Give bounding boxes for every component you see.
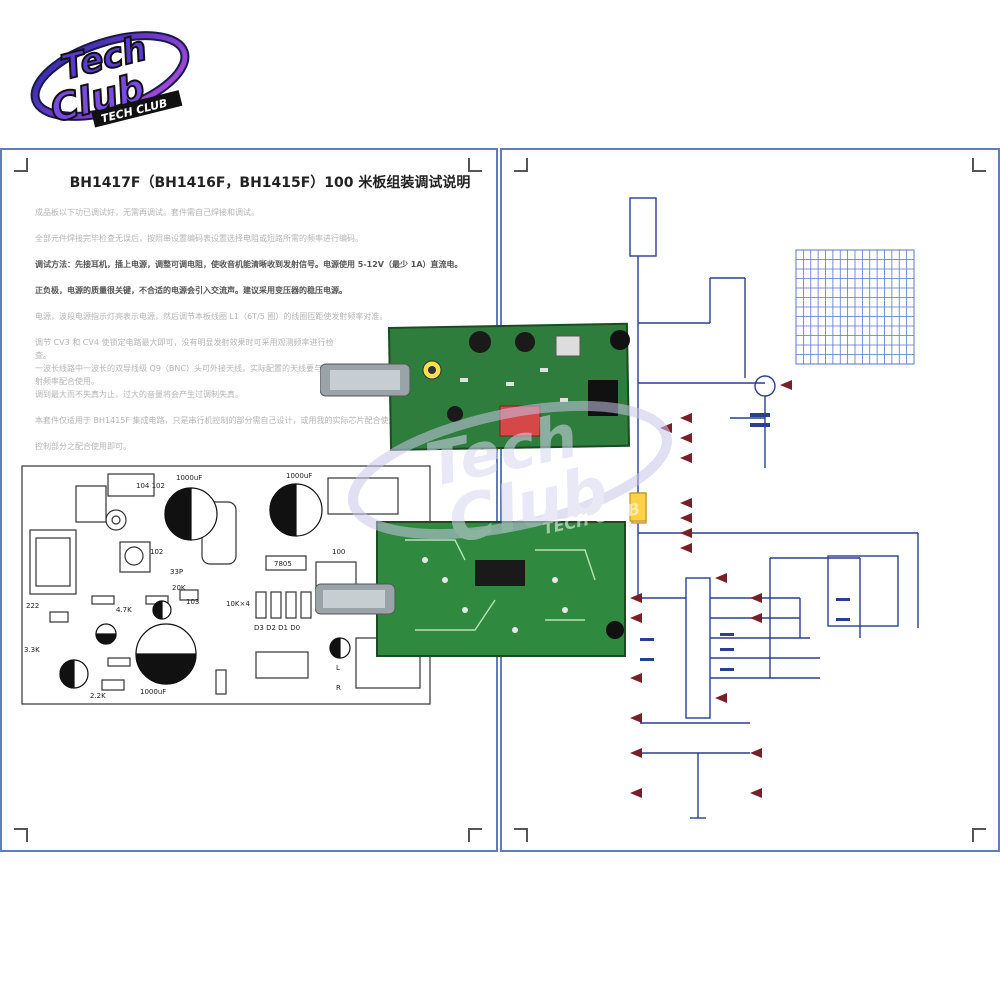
silk-label: 1000uF [286,472,312,480]
document-paragraph: 调到最大而不失真为止，过大的音量将会产生过调制失真。 [35,390,243,399]
crop-mark [468,158,482,172]
document-paragraph: 正负极，电源的质量很关键，不合适的电源会引入交流声。建议采用变压器的稳压电源。 [35,286,347,295]
silk-label: D3 D2 D1 D0 [254,624,300,632]
silk-label: 1000uF [176,474,202,482]
silk-label: 103 [186,598,199,606]
silk-label: R [336,684,341,692]
silk-label: 33P [170,568,183,576]
silk-label: 10K×4 [226,600,250,608]
silk-label: 3.3K [24,646,40,654]
left-document-page [0,148,498,852]
silk-label: 102 [150,548,163,556]
silk-label: 100 [332,548,345,556]
crop-mark [14,828,28,842]
crop-mark [972,828,986,842]
circuit-schematic [629,197,919,819]
pcb-photo-bottom [315,521,626,657]
silk-label: 222 [26,602,39,610]
silk-label: 1000uF [140,688,166,696]
silk-label: L [336,664,340,672]
pcb-photo-top [320,322,631,451]
tech-club-logo: Tech Club TECH CLUB [30,28,190,132]
crop-mark [972,158,986,172]
crop-mark [514,158,528,172]
document-title: BH1417F（BH1416F，BH1415F）100 米板组装调试说明 [69,175,471,191]
tech-club-watermark: Tech Club TECH CLUB [348,400,672,559]
crop-mark [14,158,28,172]
silk-label: 104 102 [136,482,165,490]
silk-label: 4.7K [116,606,132,614]
silk-label: 7805 [274,560,292,568]
document-paragraph: 电源，波段电源指示灯亮表示电源，然后调节本板线圈 L1（6T/5 圈）的线圈匝距… [35,312,388,321]
right-document-page [500,148,1000,852]
document-paragraph: 调节 CV3 和 CV4 使锁定电路最大即可，没有明显发射效果时可采用观测频率进… [35,338,334,360]
crop-mark [514,828,528,842]
crop-mark [468,828,482,842]
silk-label: 20K [172,584,186,592]
document-paragraph: 成品板以下功已调试好，无需再调试。套件需自己焊接和调试。 [35,208,259,217]
document-paragraph: 一波长线路中一波长的双导线级 Q9（BNC）头可外接天线，实际配置的天线要与发射… [35,364,330,386]
document-paragraph: 全部元件焊接完毕检查无误后，按照串设置编码表设置选择电阻或短路所需的频率进行编码… [35,234,363,243]
document-paragraph: 本套件仅适用于 BH1415F 集成电路，只是串行机控制的部分需自己设计，或用我… [35,416,405,425]
document-paragraph: 调试方法：先接耳机，插上电源，调整可调电阻，使收音机能清晰收到发射信号。电源使用… [35,260,463,269]
silk-label: 2.2K [90,692,106,700]
document-paragraph: 控制部分之配合使用即可。 [35,442,131,451]
